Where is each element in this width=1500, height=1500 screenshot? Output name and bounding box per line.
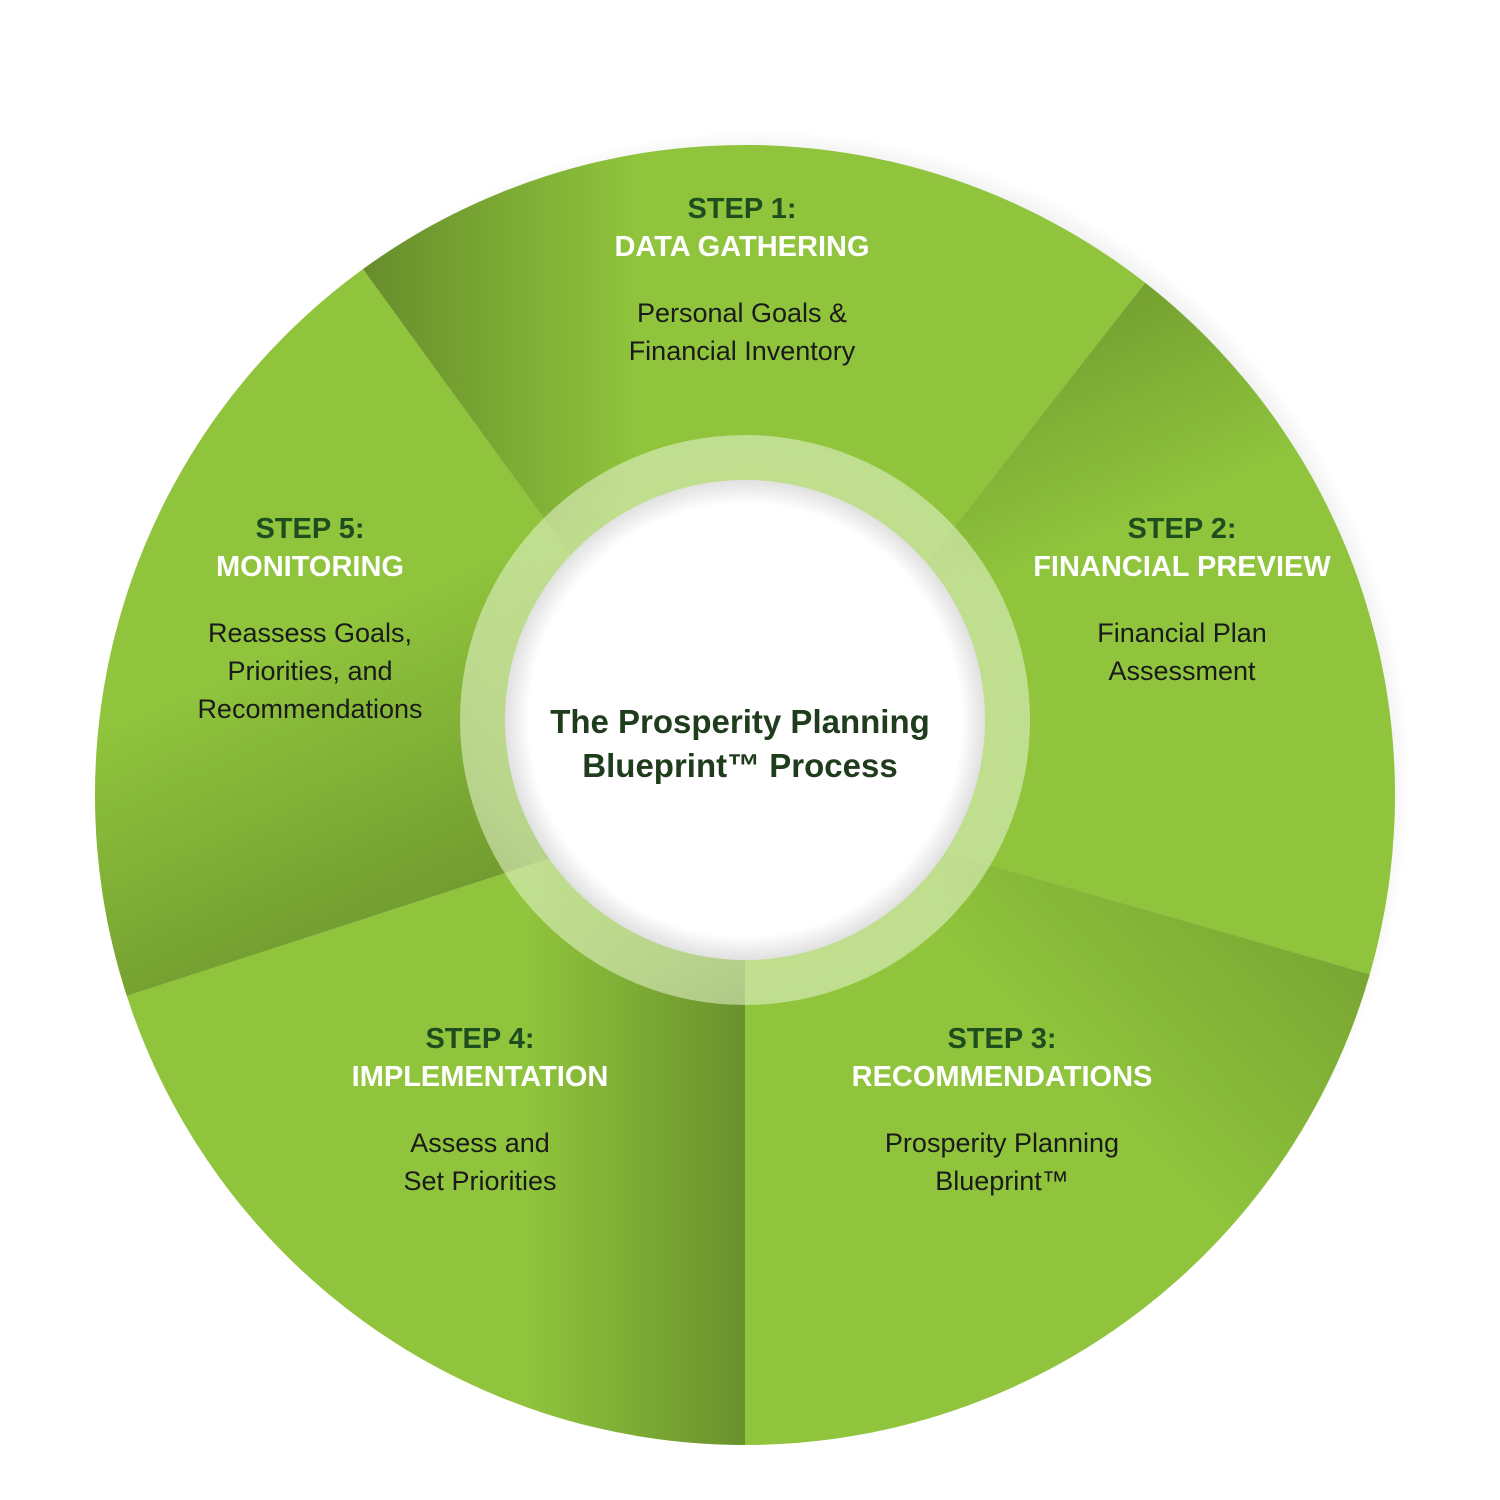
step-5-number: STEP 5:	[255, 513, 365, 545]
step-1-block: STEP 1: DATA GATHERING Personal Goals & …	[552, 190, 932, 370]
step-3-desc-line1: Prosperity Planning	[884, 1128, 1120, 1158]
step-1-number: STEP 1:	[687, 193, 797, 225]
step-3-number: STEP 3:	[947, 1023, 1057, 1055]
step-2-block: STEP 2: FINANCIAL PREVIEW Financial Plan…	[992, 510, 1372, 690]
step-3-description: Prosperity Planning Blueprint™	[812, 1124, 1192, 1200]
step-3-block: STEP 3: RECOMMENDATIONS Prosperity Plann…	[812, 1020, 1192, 1200]
step-1-title: DATA GATHERING	[614, 231, 870, 263]
center-title-line2: Blueprint™ Process	[582, 747, 898, 784]
step-1-desc-line1: Personal Goals &	[636, 298, 848, 328]
center-title: The Prosperity Planning Blueprint™ Proce…	[500, 700, 980, 788]
step-4-desc-line2: Set Priorities	[403, 1166, 557, 1196]
step-4-title: IMPLEMENTATION	[351, 1061, 609, 1093]
step-2-description: Financial Plan Assessment	[992, 614, 1372, 690]
step-2-desc-line1: Financial Plan	[1097, 618, 1267, 648]
step-2-number: STEP 2:	[1127, 513, 1237, 545]
step-4-number: STEP 4:	[425, 1023, 535, 1055]
step-4-block: STEP 4: IMPLEMENTATION Assess and Set Pr…	[290, 1020, 670, 1200]
step-1-description: Personal Goals & Financial Inventory	[552, 294, 932, 370]
step-4-desc-line1: Assess and	[410, 1128, 550, 1158]
step-5-desc-line1: Reassess Goals,	[207, 618, 413, 648]
center-title-line1: The Prosperity Planning	[550, 703, 930, 740]
step-2-desc-line2: Assessment	[1108, 656, 1256, 686]
step-5-desc-line2: Priorities, and	[227, 656, 393, 686]
center-circle-shade	[505, 480, 985, 960]
step-5-block: STEP 5: MONITORING Reassess Goals, Prior…	[120, 510, 500, 728]
step-3-title: RECOMMENDATIONS	[851, 1061, 1153, 1093]
step-1-desc-line2: Financial Inventory	[628, 336, 856, 366]
step-5-title: MONITORING	[216, 551, 404, 583]
step-5-description: Reassess Goals, Priorities, and Recommen…	[120, 614, 500, 728]
step-5-desc-line3: Recommendations	[197, 694, 423, 724]
step-3-desc-line2: Blueprint™	[935, 1166, 1069, 1196]
step-2-title: FINANCIAL PREVIEW	[1033, 551, 1331, 583]
step-4-description: Assess and Set Priorities	[290, 1124, 670, 1200]
